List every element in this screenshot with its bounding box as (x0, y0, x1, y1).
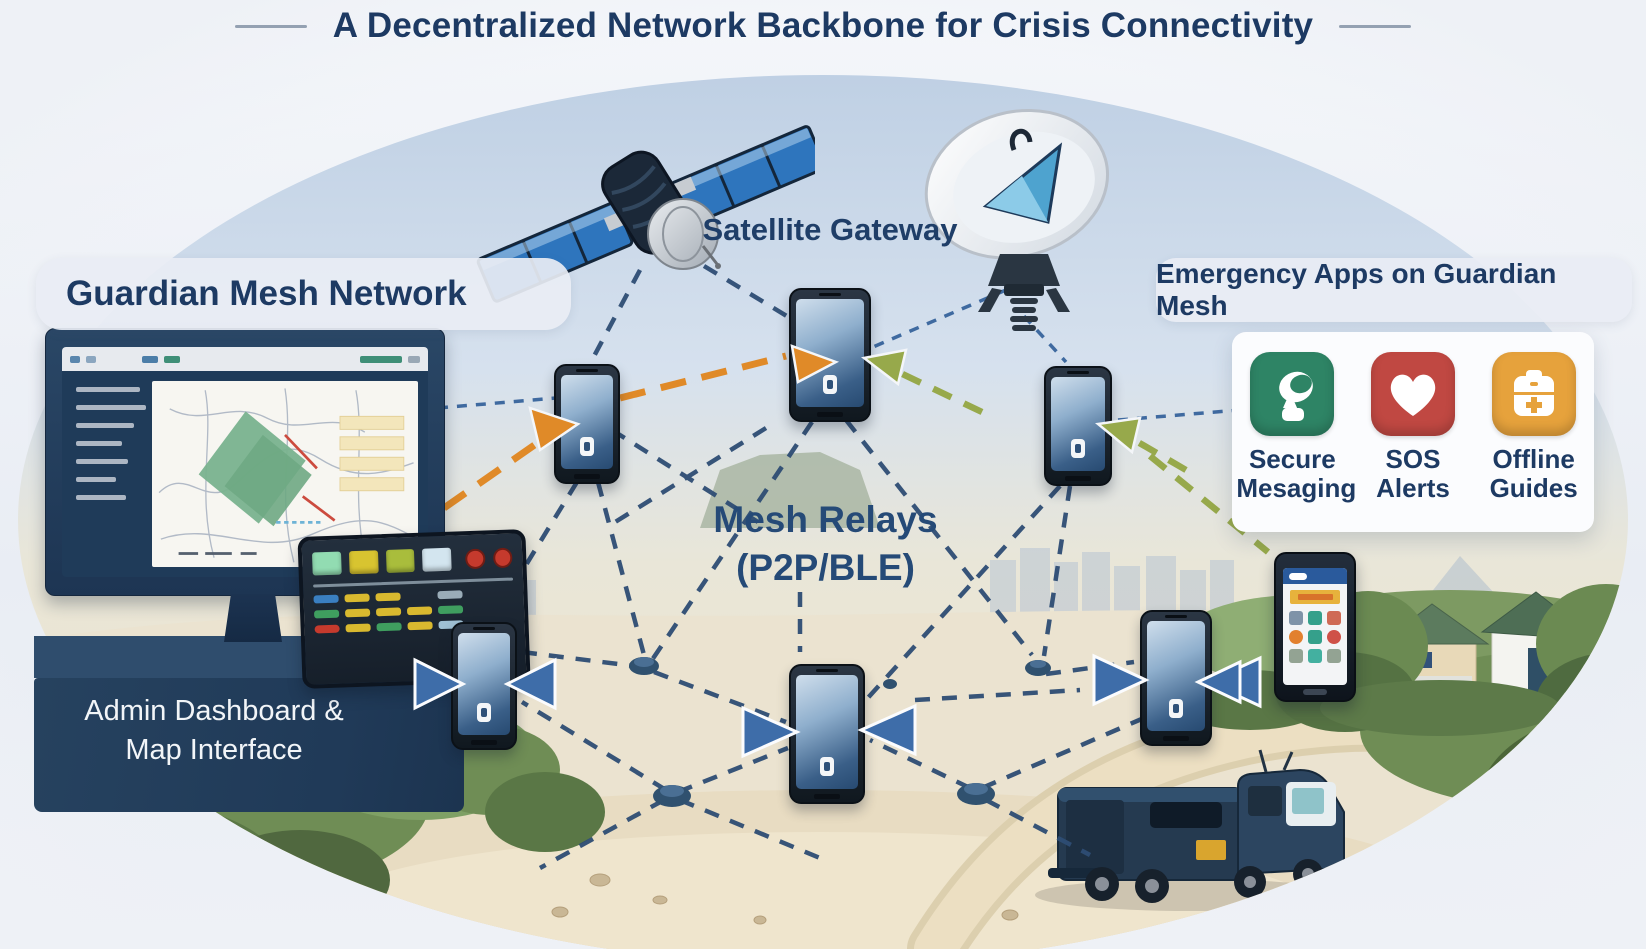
home-button (817, 412, 843, 417)
shield-icon (820, 757, 834, 776)
uplink-orange-links (442, 352, 787, 511)
admin-monitor (45, 328, 445, 596)
shield-icon (1071, 439, 1085, 458)
guardian-mesh-text: Guardian Mesh Network (66, 274, 467, 313)
satellite-gateway-label: Satellite Gateway (702, 212, 958, 247)
app-label: Secure Mesaging (1236, 444, 1357, 504)
mesh-phone-3 (1044, 366, 1112, 486)
mesh-phone-6 (1140, 610, 1212, 746)
satellite-dish-icon (918, 88, 1148, 348)
page-title: A Decentralized Network Backbone for Cri… (332, 6, 1314, 45)
speaker-bar (1067, 371, 1089, 374)
home-button (1303, 689, 1327, 695)
app-tile (1327, 649, 1341, 663)
title-rule-right (1339, 24, 1412, 28)
emergency-apps-card: Secure Mesaging SOS Alerts (1232, 332, 1594, 532)
speaker-bar (819, 293, 841, 296)
speaker-bar (1165, 615, 1187, 618)
speaker-bar (576, 369, 598, 372)
app-icon-grid (1283, 611, 1347, 663)
dashboard-screen (62, 347, 428, 577)
mesh-phone-2 (789, 288, 871, 422)
toolbar-chip (70, 355, 80, 363)
first-aid-kit-icon (1491, 352, 1576, 436)
app-label: SOS Alerts (1376, 444, 1450, 504)
satellite-dish-icon (1250, 352, 1335, 436)
app-tile (1289, 611, 1303, 625)
app-tile (1289, 649, 1303, 663)
guardian-mesh-label: Guardian Mesh Network (36, 258, 571, 330)
app-offline-guides: Offline Guides (1478, 352, 1590, 532)
alert-banner (1290, 590, 1340, 604)
mesh-phone-5 (789, 664, 865, 804)
green-arrowheads (861, 348, 1142, 455)
mesh-relays-line1: Mesh Relays (713, 499, 938, 540)
toolbar-chip (142, 355, 158, 363)
toolbar-chip (86, 355, 96, 363)
title-row: A Decentralized Network Backbone for Cri… (0, 6, 1646, 46)
speaker-bar (473, 627, 495, 630)
home-button (471, 740, 497, 745)
app-green-links (892, 367, 1271, 555)
heart-icon (1370, 352, 1455, 436)
app-tile (1289, 630, 1303, 644)
admin-label-line2: Map Interface (125, 734, 303, 767)
home-button (574, 474, 600, 479)
home-button (1163, 736, 1189, 741)
shield-icon (477, 703, 491, 722)
speaker-bar (816, 669, 838, 672)
map-zones-yellow (339, 415, 405, 492)
map-sketch (158, 388, 418, 563)
app-phone-header (1283, 568, 1347, 584)
admin-base (34, 678, 464, 812)
app-phone-screen (1283, 568, 1347, 685)
app-tile (1308, 611, 1322, 625)
app-tile (1308, 630, 1322, 644)
toolbar-chip (408, 355, 420, 363)
map-legend-dashes (178, 552, 257, 555)
blue-relay-arrows (413, 653, 1262, 759)
map-route-red (284, 433, 336, 522)
app-tile (1327, 611, 1341, 625)
toolbar-chip (164, 355, 180, 363)
title-rule-left (234, 24, 307, 28)
monitor-stand (224, 594, 282, 642)
app-secure-messaging: Secure Mesaging (1236, 352, 1357, 532)
map-zone-green (198, 411, 312, 527)
app-label: Offline Guides (1489, 444, 1578, 504)
mesh-relays-label: Mesh Relays (P2P/BLE) (628, 496, 1023, 592)
mesh-links (495, 264, 1145, 870)
admin-label-line1: Admin Dashboard & (84, 695, 344, 727)
mesh-relays-line2: (P2P/BLE) (736, 547, 915, 589)
orange-arrowheads (528, 344, 840, 453)
home-button (1065, 476, 1091, 481)
relay-node-icons (629, 657, 1051, 807)
emergency-apps-text: Emergency Apps on Guardian Mesh (1156, 258, 1557, 321)
app-tile (1308, 649, 1322, 663)
emergency-apps-title: Emergency Apps on Guardian Mesh (1156, 258, 1632, 322)
app-phone (1274, 552, 1356, 702)
shield-icon (580, 437, 594, 456)
app-tile (1327, 630, 1341, 644)
shield-icon (1169, 699, 1183, 718)
home-button (814, 794, 840, 799)
toolbar-status-pill (360, 355, 402, 363)
shield-icon (823, 375, 837, 394)
mesh-phone-4 (451, 622, 517, 750)
app-sos-alerts: SOS Alerts (1357, 352, 1469, 532)
dashboard-toolbar (62, 347, 428, 371)
cloud-icon (1289, 572, 1307, 580)
admin-base-label: Admin Dashboard & Map Interface (44, 692, 384, 770)
dashboard-sidebar (62, 371, 150, 577)
